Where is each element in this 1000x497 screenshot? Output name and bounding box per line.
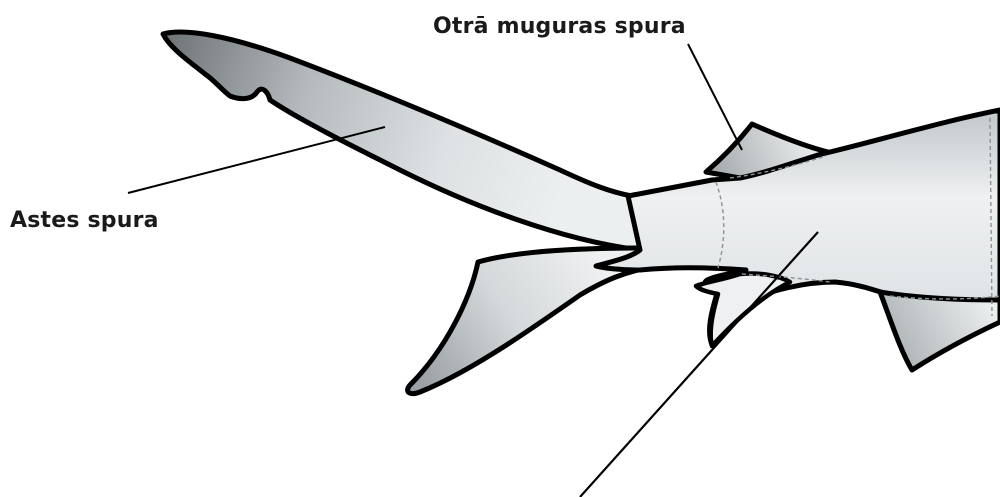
- second-dorsal-fin-label: Otrā muguras spura: [433, 14, 686, 39]
- pelvic-fin: [880, 292, 1000, 370]
- caudal-fin-label: Astes spura: [10, 208, 159, 233]
- leader-line-caudal: [128, 127, 385, 193]
- caudal-fin-upper-lobe: [163, 32, 640, 250]
- leader-line-second-dorsal: [688, 44, 742, 150]
